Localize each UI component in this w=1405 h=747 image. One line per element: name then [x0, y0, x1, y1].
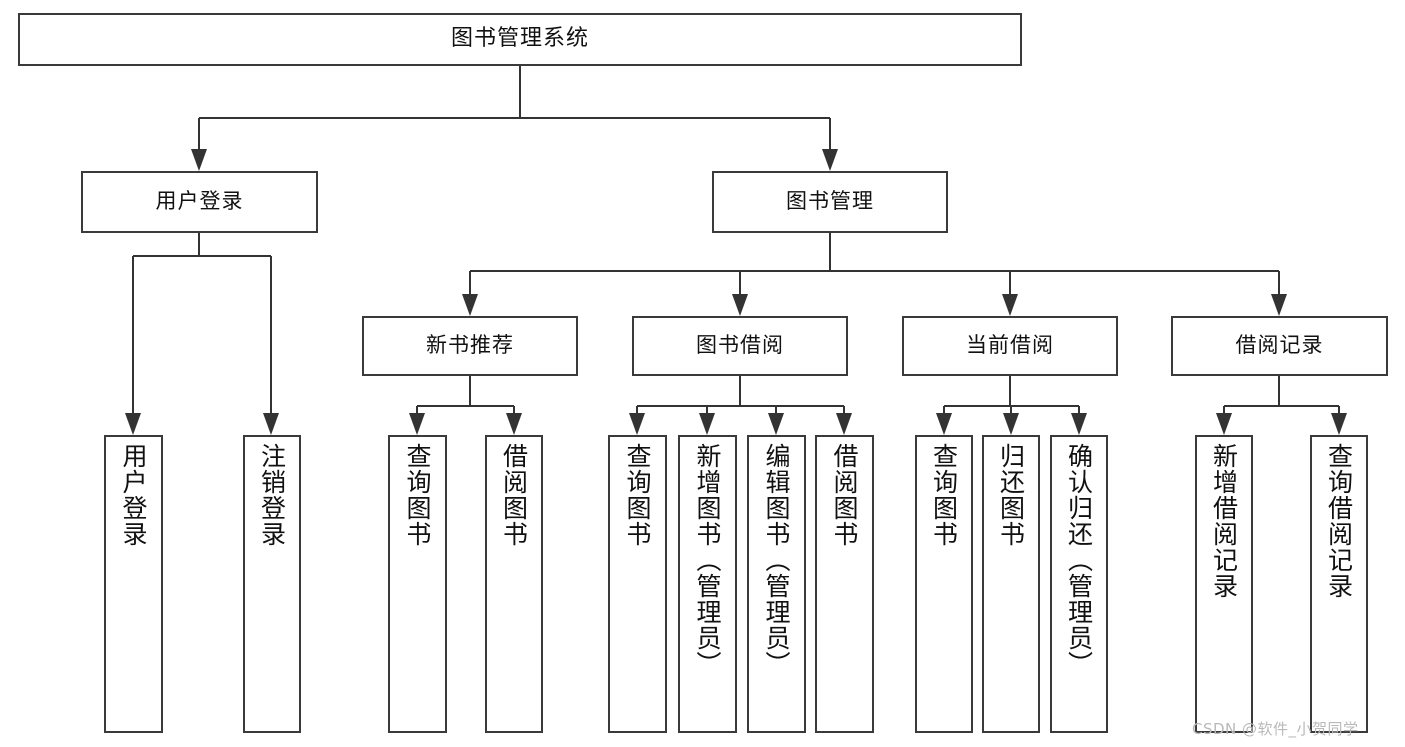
node-leaf-confirm-return-admin[interactable]: 确认归还（管理员） [1050, 435, 1108, 733]
node-label: 当前借阅 [966, 333, 1054, 358]
arrowhead-conn-root-0 [191, 149, 207, 171]
arrowhead-conn-book-manage-3 [1271, 294, 1287, 316]
node-leaf-add-book-admin[interactable]: 新增图书（管理员） [678, 435, 737, 733]
arrowhead-conn-borrow-record-1 [1331, 413, 1347, 435]
node-label: 注销登录 [257, 443, 287, 547]
node-leaf-return-book[interactable]: 归还图书 [982, 435, 1040, 733]
node-label: 查询借阅记录 [1324, 443, 1354, 599]
arrowhead-conn-book-borrow-3 [836, 413, 852, 435]
arrowhead-conn-book-manage-1 [732, 294, 748, 316]
arrowhead-conn-book-manage-0 [462, 294, 478, 316]
arrowhead-conn-current-borrow-0 [936, 413, 952, 435]
node-label: 确认归还（管理员） [1064, 443, 1094, 677]
node-label: 图书管理系统 [450, 26, 589, 52]
arrowhead-conn-user-login-1 [263, 413, 279, 435]
arrowhead-conn-book-manage-2 [1002, 294, 1018, 316]
arrowhead-conn-borrow-record-0 [1216, 413, 1232, 435]
node-label: 新书推荐 [426, 333, 514, 358]
node-label: 图书借阅 [696, 333, 784, 358]
node-user-login[interactable]: 用户登录 [81, 171, 318, 233]
arrowhead-conn-current-borrow-2 [1071, 413, 1087, 435]
node-label: 归还图书 [996, 443, 1026, 547]
node-leaf-logout-login[interactable]: 注销登录 [243, 435, 301, 733]
node-leaf-add-borrow-record[interactable]: 新增借阅记录 [1195, 435, 1253, 733]
node-current-borrow[interactable]: 当前借阅 [902, 316, 1118, 376]
node-label: 查询图书 [623, 443, 652, 547]
arrowhead-conn-book-borrow-0 [629, 413, 645, 435]
node-leaf-borrow-book-2[interactable]: 借阅图书 [815, 435, 874, 733]
node-leaf-query-book-3[interactable]: 查询图书 [915, 435, 973, 733]
node-book-borrow[interactable]: 图书借阅 [632, 316, 848, 376]
node-leaf-user-login[interactable]: 用户登录 [104, 435, 163, 733]
arrowhead-conn-new-book-0 [409, 413, 425, 435]
node-label: 查询图书 [403, 443, 432, 547]
node-label: 用户登录 [155, 189, 244, 214]
arrowhead-conn-user-login-0 [125, 413, 141, 435]
arrowhead-conn-new-book-1 [506, 413, 522, 435]
arrowhead-conn-current-borrow-1 [1003, 413, 1019, 435]
node-borrow-record[interactable]: 借阅记录 [1171, 316, 1388, 376]
node-book-manage[interactable]: 图书管理 [712, 171, 948, 233]
node-label: 查询图书 [929, 443, 959, 547]
node-leaf-query-book-2[interactable]: 查询图书 [608, 435, 667, 733]
node-leaf-borrow-book-1[interactable]: 借阅图书 [485, 435, 543, 733]
arrowhead-conn-book-borrow-1 [699, 413, 715, 435]
node-label: 借阅图书 [830, 443, 859, 547]
arrowhead-conn-book-borrow-2 [768, 413, 784, 435]
node-label: 编辑图书（管理员） [762, 443, 791, 677]
node-leaf-query-borrow-record[interactable]: 查询借阅记录 [1310, 435, 1368, 733]
node-label: 图书管理 [786, 189, 874, 214]
arrowhead-conn-root-1 [822, 149, 838, 171]
node-label: 用户登录 [119, 443, 148, 547]
node-label: 新增借阅记录 [1209, 443, 1239, 599]
node-label: 借阅图书 [499, 443, 529, 547]
node-root[interactable]: 图书管理系统 [18, 13, 1022, 66]
node-leaf-query-book-1[interactable]: 查询图书 [388, 435, 447, 733]
node-label: 新增图书（管理员） [693, 443, 722, 677]
node-leaf-edit-book-admin[interactable]: 编辑图书（管理员） [747, 435, 806, 733]
node-new-book-recommend[interactable]: 新书推荐 [362, 316, 578, 376]
node-label: 借阅记录 [1235, 333, 1324, 358]
